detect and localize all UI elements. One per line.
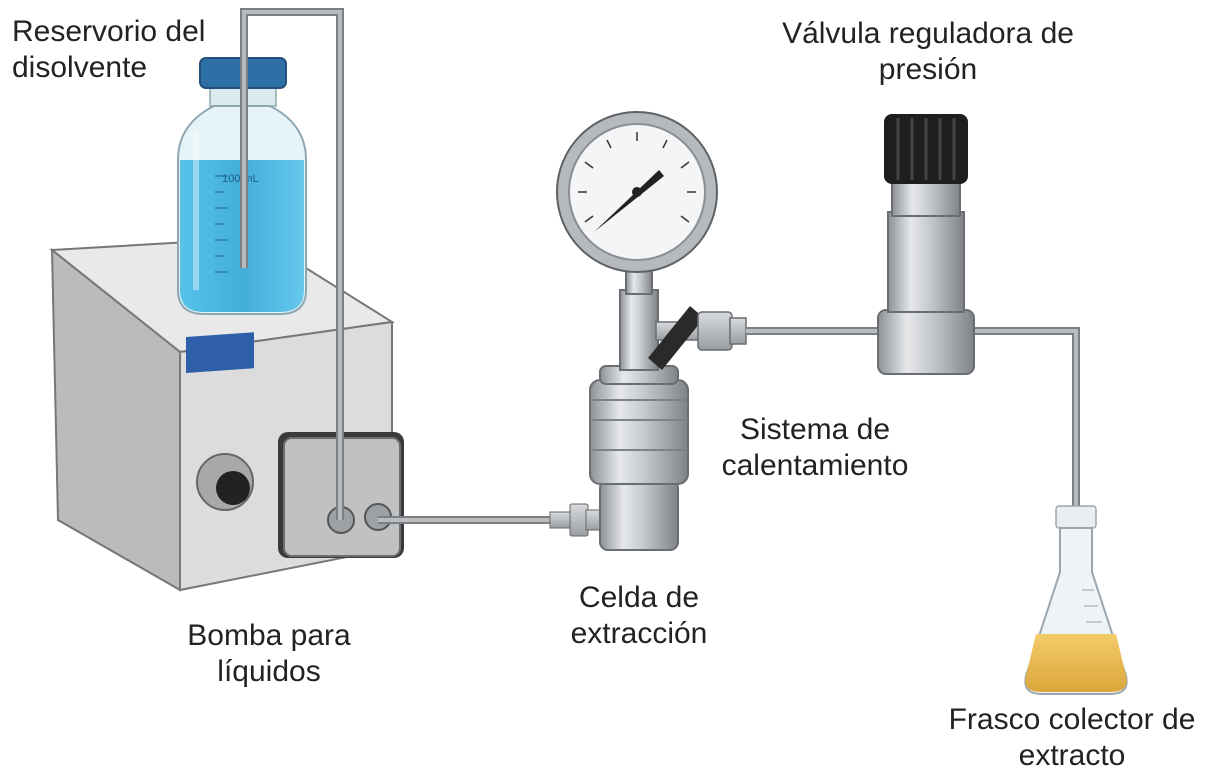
pressure-gauge — [556, 111, 718, 371]
label-collection-flask: Frasco colector de extracto — [948, 703, 1196, 772]
inlet-fitting — [549, 503, 601, 537]
extraction-cell — [589, 365, 689, 551]
pressure-regulator — [877, 114, 975, 375]
gauge-needle — [594, 170, 664, 232]
label-extraction-cell: Celda de extracción — [570, 581, 708, 650]
valve-handle[interactable] — [648, 306, 704, 370]
inlet-tubing — [240, 8, 344, 520]
label-liquid-pump: Bomba para líquidos — [187, 619, 351, 688]
collection-flask — [1024, 505, 1128, 695]
regulator-to-flask-tubing — [972, 327, 1080, 520]
pump-display — [186, 332, 254, 373]
cell-outlet-valve[interactable] — [648, 306, 747, 370]
label-pressure-valve: Válvula reguladora de presión — [782, 17, 1074, 86]
label-solvent-reservoir: Reservorio del disolvente — [12, 15, 206, 84]
label-heating-system: Sistema de calentamiento — [721, 413, 909, 482]
